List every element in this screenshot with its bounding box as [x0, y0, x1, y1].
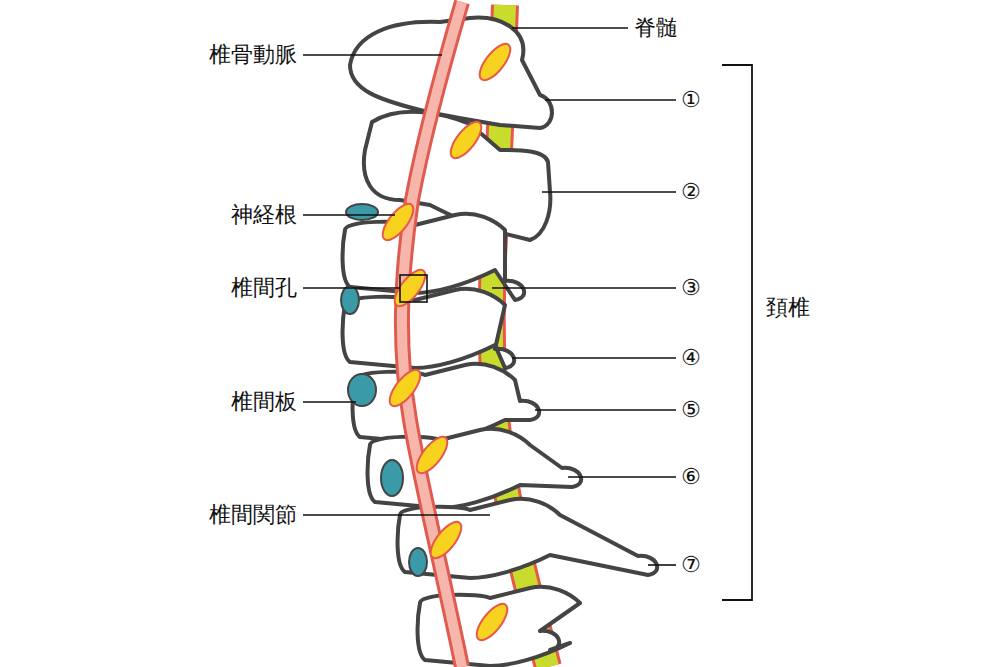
- nerve-root: [411, 432, 452, 478]
- nerve-roots: [377, 39, 515, 645]
- vertebral-artery-outline: [402, 2, 462, 667]
- part-label: ⑥: [681, 465, 701, 489]
- part-label: ③: [681, 276, 701, 300]
- nerve-root: [471, 599, 512, 645]
- disc: [409, 548, 427, 576]
- part-label: 椎間孔: [231, 276, 297, 300]
- leader-lines: [303, 28, 676, 565]
- part-label: ⑦: [681, 553, 701, 577]
- part-label: ④: [681, 346, 701, 370]
- nerve-root: [377, 199, 418, 245]
- vertebra: [343, 289, 515, 368]
- disc: [346, 204, 378, 220]
- vertebrae: [341, 18, 657, 666]
- vertebra: [343, 214, 525, 300]
- disc: [341, 286, 359, 314]
- nerve-root: [425, 517, 466, 563]
- part-label: 脊髄: [634, 16, 678, 40]
- vertebra: [368, 429, 582, 508]
- part-label: 椎間板: [231, 390, 297, 414]
- nerve-root: [474, 39, 515, 85]
- nerve-root: [445, 117, 486, 163]
- foramen-marker: [400, 275, 427, 302]
- part-label: ②: [681, 180, 701, 204]
- part-label: 椎骨動脈: [209, 43, 297, 67]
- part-label: 椎間関節: [209, 503, 297, 527]
- nerve-root: [384, 365, 425, 411]
- part-label: 頚椎: [766, 296, 810, 320]
- part-label: ①: [681, 88, 701, 112]
- vertebral-artery: [402, 2, 462, 667]
- part-label: 神経根: [231, 203, 297, 227]
- disc: [381, 460, 403, 496]
- cervical-bracket: [722, 65, 752, 600]
- part-label: ⑤: [681, 398, 701, 422]
